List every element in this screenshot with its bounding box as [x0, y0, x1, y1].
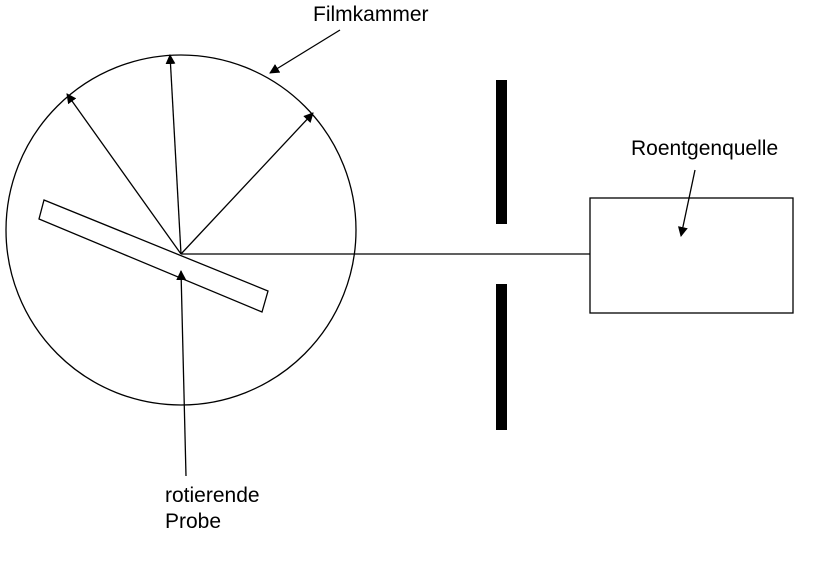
- sample-label-line1: rotierende: [165, 484, 260, 507]
- sample-label-line2: Probe: [165, 510, 221, 533]
- xray-source-box: [589, 197, 794, 314]
- aperture-slit-lower: [496, 284, 507, 430]
- xray-source-label: Roentgenquelle: [631, 137, 778, 160]
- diffracted-ray-top: [165, 54, 182, 255]
- xray-source-pointer: [677, 169, 696, 237]
- film-chamber-pointer: [269, 29, 341, 74]
- diffracted-ray-left: [66, 93, 182, 255]
- diffracted-ray-right: [180, 112, 314, 255]
- rotating-sample: [38, 199, 269, 313]
- film-chamber-label: Filmkammer: [313, 3, 429, 26]
- film-chamber-circle: [5, 54, 357, 406]
- sample-pointer: [176, 270, 187, 477]
- aperture-slit-upper: [496, 80, 507, 224]
